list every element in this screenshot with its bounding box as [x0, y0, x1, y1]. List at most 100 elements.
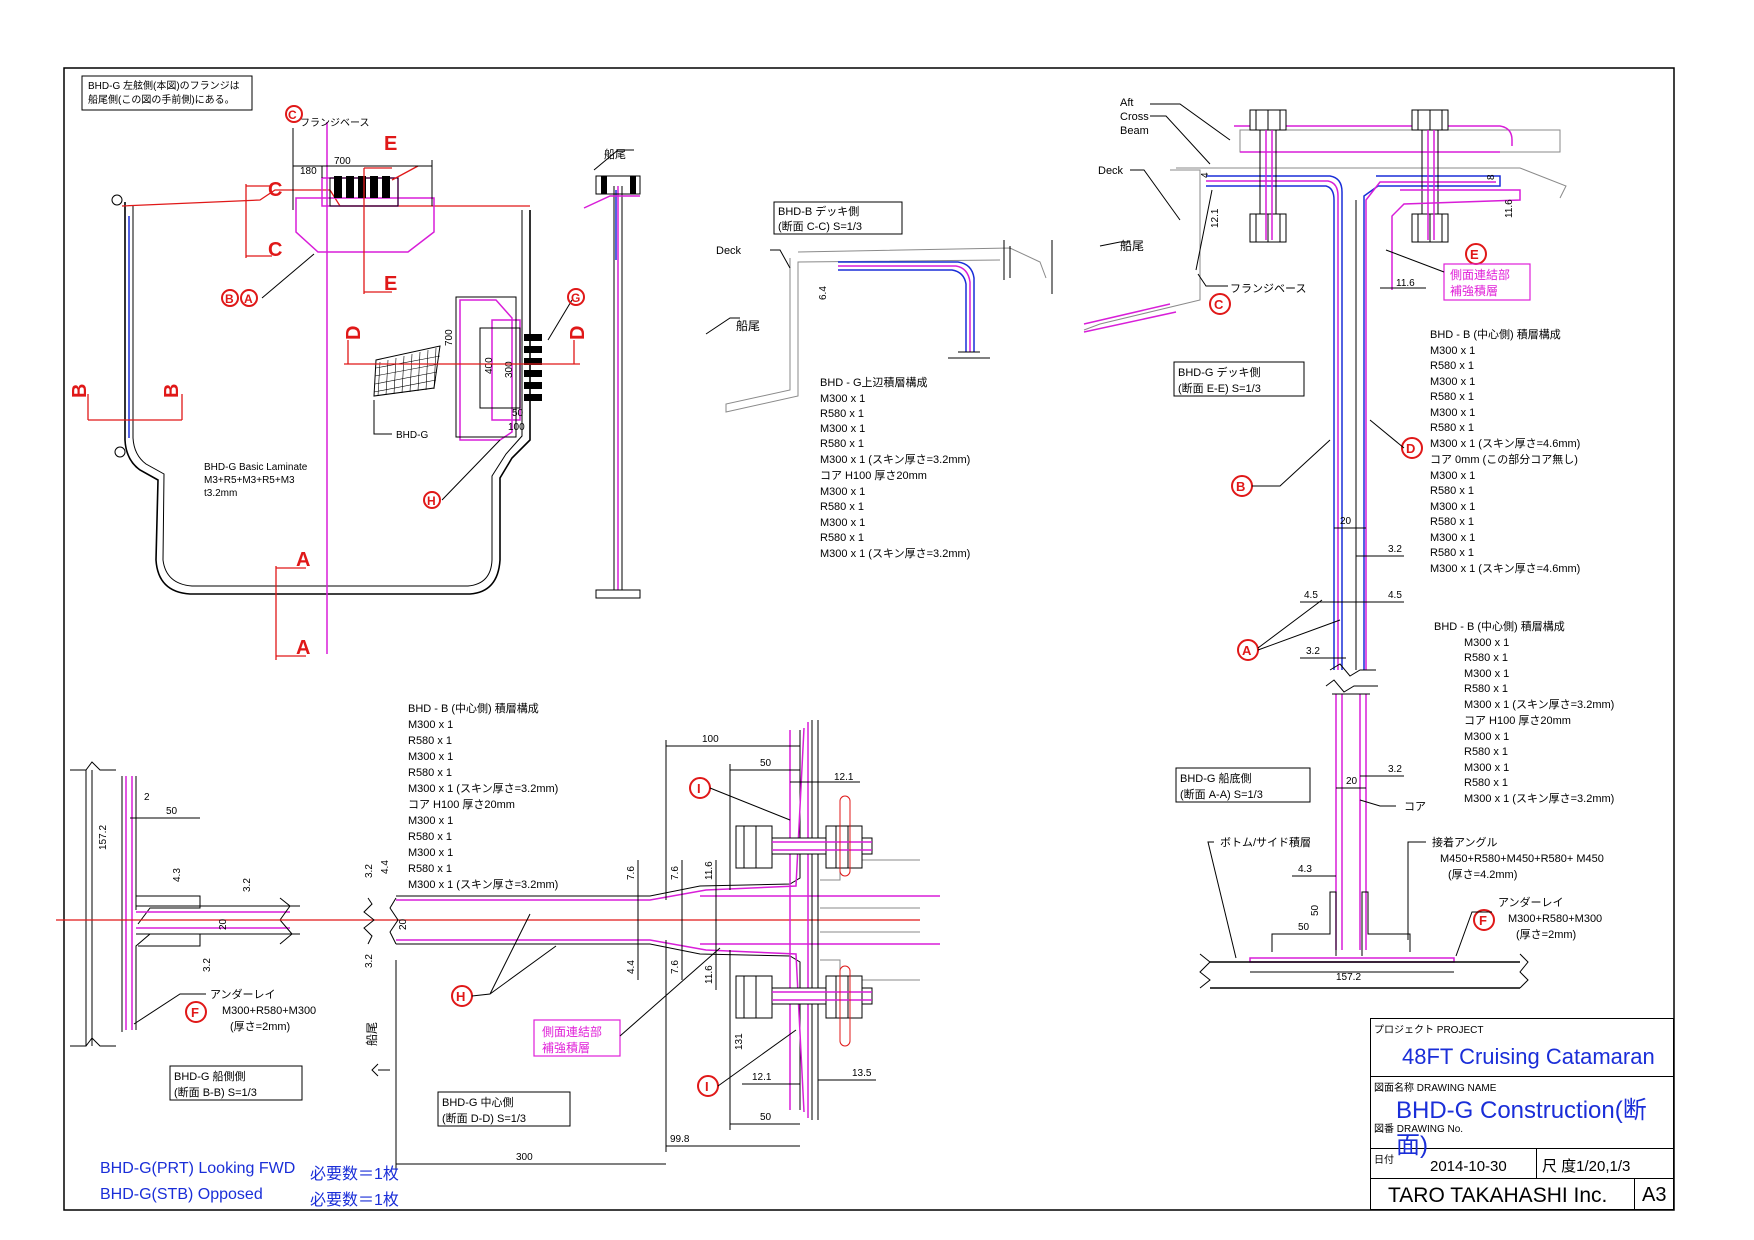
aa-layup-item: R580 x 1 — [1464, 746, 1508, 758]
dd-title-line-2: (断面 D-D) S=1/3 — [442, 1111, 526, 1125]
aa-layup-item: M300 x 1 (スキン厚さ=3.2mm) — [1464, 698, 1614, 711]
ee-layup-item: R580 x 1 — [1430, 485, 1474, 497]
ee-joint-line-1: 側面連結部 — [1450, 267, 1510, 282]
dd-dim-116a: 11.6 — [704, 861, 715, 880]
beam-label: Beam — [1120, 125, 1149, 137]
cc-layup-item: R580 x 1 — [820, 408, 864, 420]
ee-layup-item: R580 x 1 — [1430, 360, 1474, 372]
title-block: プロジェクト PROJECT 48FT Cruising Catamaran 図… — [1370, 1018, 1674, 1210]
cc-stern-label: 船尾 — [736, 319, 760, 333]
bb-dim-1572: 157.2 — [98, 825, 109, 850]
sheet-border — [63, 67, 1675, 1211]
aa-underlay-title: アンダーレイ — [1498, 895, 1564, 909]
aa-layup-title: BHD - B (中心側) 積層構成 — [1434, 619, 1565, 633]
bhd-g-label: BHD-G — [396, 430, 428, 441]
ee-bolts — [1249, 109, 1449, 243]
dd-layup-item: R580 x 1 — [408, 735, 452, 747]
ee-marker-a: A — [1242, 643, 1252, 658]
cc-layup-item: R580 x 1 — [820, 438, 864, 450]
ee-layup-item: R580 x 1 — [1430, 391, 1474, 403]
dd-layup-item: M300 x 1 — [408, 815, 453, 827]
ee-section-view: Aft Cross Beam Deck — [1083, 97, 1580, 677]
drawing-no-label: 図番 DRAWING No. — [1374, 1124, 1464, 1135]
aa-title-line-2: (断面 A-A) S=1/3 — [1180, 787, 1263, 801]
cc-layup-item: M300 x 1 — [820, 423, 865, 435]
scale-value: 尺 度1/20,1/3 — [1542, 1158, 1631, 1175]
cc-dim-64: 6.4 — [818, 286, 829, 300]
cc-deck-label: Deck — [716, 245, 742, 257]
ee-layup-item: R580 x 1 — [1430, 547, 1474, 559]
dd-layup-list: M300 x 1 R580 x 1 M300 x 1 R580 x 1 M300… — [408, 719, 558, 891]
dim-700: 700 — [334, 156, 351, 167]
ee-title-line-2: (断面 E-E) S=1/3 — [1178, 381, 1261, 395]
cc-layup-item: R580 x 1 — [820, 501, 864, 513]
aa-layup-item: M300 x 1 — [1464, 668, 1509, 680]
ee-dim-4: 4 — [1200, 172, 1211, 178]
dd-dim-121a: 12.1 — [834, 772, 854, 783]
ee-joint-line-2: 補強積層 — [1450, 283, 1498, 298]
ee-layup-item: M300 x 1 — [1430, 407, 1475, 419]
ee-dim-8: 8 — [1486, 174, 1497, 180]
aa-title-line-1: BHD-G 船底側 — [1180, 771, 1252, 785]
ee-marker-d: D — [1406, 441, 1415, 456]
ee-dim-20: 20 — [1340, 516, 1352, 527]
drawing-name-label: 図面名称 DRAWING NAME — [1374, 1083, 1497, 1094]
bb-dim-43: 4.3 — [172, 868, 183, 882]
aa-dim-50a: 50 — [1310, 904, 1321, 916]
section-a-bottom: A — [296, 637, 310, 659]
aa-marker-f: F — [1479, 913, 1487, 928]
ee-layup-item: M300 x 1 — [1430, 345, 1475, 357]
dd-dim-76b: 7.6 — [670, 866, 681, 880]
side-stern-label: 船尾 — [604, 147, 626, 161]
cc-layup-item: R580 x 1 — [820, 532, 864, 544]
aa-section-view: BHD - B (中心側) 積層構成 M300 x 1 R580 x 1 M30… — [1175, 619, 1614, 989]
flange-base-label: フランジベース — [300, 117, 370, 129]
aa-dim-32: 3.2 — [1388, 764, 1402, 775]
aa-bottom-side-label: ボトム/サイド積層 — [1220, 835, 1311, 849]
aa-layup-item: コア H100 厚さ20mm — [1464, 714, 1571, 727]
cc-layup-item: M300 x 1 (スキン厚さ=3.2mm) — [820, 453, 970, 466]
dd-layup-item: R580 x 1 — [408, 831, 452, 843]
ee-dim-32b: 3.2 — [1306, 646, 1320, 657]
ee-layup-list: M300 x 1 R580 x 1 M300 x 1 R580 x 1 M300… — [1430, 345, 1580, 575]
dd-dim-121b: 12.1 — [752, 1072, 772, 1083]
section-c-bottom: C — [268, 239, 282, 261]
section-d-right: D — [567, 326, 589, 340]
cc-title-line-2: (断面 C-C) S=1/3 — [778, 219, 862, 233]
dd-layup-item: M300 x 1 — [408, 719, 453, 731]
dd-stern-label: 船尾 — [365, 1022, 379, 1046]
dd-dim-135: 13.5 — [852, 1068, 872, 1079]
dd-layup-title: BHD - B (中心側) 積層構成 — [408, 701, 539, 715]
aa-layup-item: M300 x 1 — [1464, 637, 1509, 649]
aa-dim-50b: 50 — [1298, 922, 1310, 933]
aa-layup-item: M300 x 1 — [1464, 762, 1509, 774]
project-label: プロジェクト PROJECT — [1374, 1025, 1484, 1036]
hatch-patch — [373, 345, 441, 397]
ee-flange-base-label: フランジベース — [1230, 283, 1306, 295]
marker-a-main: A — [244, 292, 253, 306]
footer-row1-name: BHD-G(PRT) Looking FWD — [100, 1160, 296, 1177]
ee-layup-item: R580 x 1 — [1430, 422, 1474, 434]
dd-bolts — [735, 825, 873, 1019]
main-bulkhead-view: 180 700 フランジベース 700 400 300 50 100 — [87, 117, 580, 660]
ee-dim-45b: 4.5 — [1388, 590, 1402, 601]
dim-400: 400 — [484, 357, 495, 374]
aa-angle-title: 接着アングル — [1432, 835, 1498, 849]
cc-layup-list: M300 x 1 R580 x 1 M300 x 1 R580 x 1 M300… — [820, 393, 970, 560]
laminate-line-3: t3.2mm — [204, 488, 237, 499]
dd-joint-line-1: 側面連結部 — [542, 1024, 602, 1039]
dd-dim-32a: 3.2 — [364, 864, 375, 878]
aa-dim-20: 20 — [1346, 776, 1358, 787]
section-e-bottom: E — [384, 273, 397, 295]
dd-dim-50a: 50 — [760, 758, 772, 769]
bb-dim-50: 50 — [166, 806, 178, 817]
dd-dim-44b: 4.4 — [626, 960, 637, 974]
ee-marker-b: B — [1236, 479, 1245, 494]
cc-layup-title: BHD - G上辺積層構成 — [820, 375, 928, 389]
cc-title-line-1: BHD-B デッキ側 — [778, 204, 859, 218]
dd-marker-h: H — [456, 989, 465, 1004]
section-e-top: E — [384, 133, 397, 155]
dd-dim-76c: 7.6 — [670, 960, 681, 974]
footer-row2-qty: 必要数＝1枚 — [310, 1192, 399, 1209]
cc-layup-item: M300 x 1 — [820, 517, 865, 529]
